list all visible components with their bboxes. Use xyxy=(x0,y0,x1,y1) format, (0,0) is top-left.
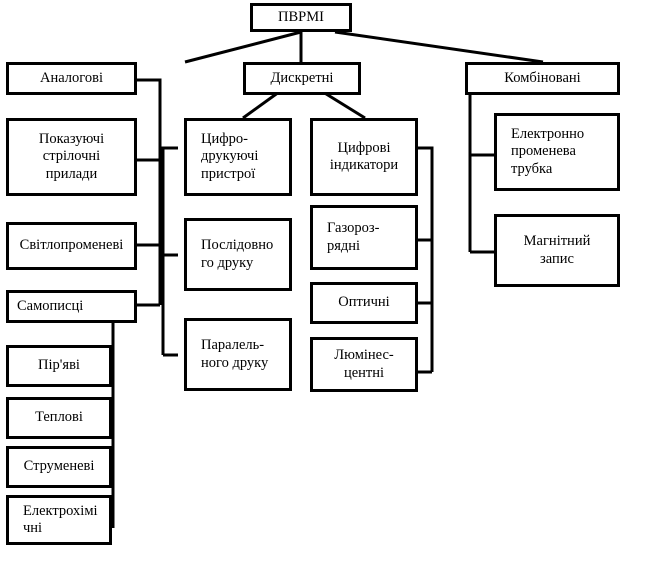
node-digital-printing-devices[interactable]: Цифро- друкуючі пристрої xyxy=(184,118,292,196)
edge-root-to-analog xyxy=(184,30,302,64)
node-pointer-instruments-label: Показуючі стрілочні прилади xyxy=(38,131,105,182)
node-jet[interactable]: Струменеві xyxy=(6,446,112,488)
node-digital-printing-devices-label: Цифро- друкуючі пристрої xyxy=(201,131,259,182)
bracket-analog-spine xyxy=(137,78,162,305)
node-luminescent[interactable]: Люмінес- центні xyxy=(310,337,418,392)
node-analog[interactable]: Аналогові xyxy=(6,62,137,95)
node-gas-discharge[interactable]: Газороз- рядні xyxy=(310,205,418,270)
node-self-recorders[interactable]: Самописці xyxy=(6,290,137,323)
node-analog-label: Аналогові xyxy=(40,69,103,86)
node-magnetic-record-label: Магнітний запис xyxy=(523,233,591,267)
node-digital-indicators-label: Цифрові індикатори xyxy=(329,139,399,173)
node-electrochemical-label: Електрохімі чні xyxy=(23,502,98,536)
node-serial-print-label: Послідовно го друку xyxy=(201,237,274,271)
node-serial-print[interactable]: Послідовно го друку xyxy=(184,218,292,291)
node-optical[interactable]: Оптичні xyxy=(310,282,418,324)
node-light-beam-label: Світлопроменеві xyxy=(19,237,124,254)
node-pointer-instruments[interactable]: Показуючі стрілочні прилади xyxy=(6,118,137,196)
node-combined-label: Комбіновані xyxy=(504,69,581,86)
node-discrete-label: Дискретні xyxy=(270,69,334,86)
node-pen-type[interactable]: Пір'яві xyxy=(6,345,112,387)
node-optical-label: Оптичні xyxy=(338,294,390,311)
edge-discrete-to-indicators xyxy=(322,90,366,120)
node-discrete[interactable]: Дискретні xyxy=(243,62,361,95)
node-combined[interactable]: Комбіновані xyxy=(465,62,620,95)
node-self-recorders-label: Самописці xyxy=(17,297,84,314)
node-gas-discharge-label: Газороз- рядні xyxy=(327,220,380,254)
node-parallel-print[interactable]: Паралель- ного друку xyxy=(184,318,292,391)
node-crt-label: Електронно променева трубка xyxy=(511,126,585,177)
bracket-printing-spine xyxy=(161,146,178,355)
node-luminescent-label: Люмінес- центні xyxy=(334,347,394,381)
bracket-indicators-spine xyxy=(418,146,434,372)
node-magnetic-record[interactable]: Магнітний запис xyxy=(494,214,620,287)
edge-discrete-to-printing xyxy=(242,90,280,120)
node-digital-indicators[interactable]: Цифрові індикатори xyxy=(310,118,418,196)
node-thermal[interactable]: Теплові xyxy=(6,397,112,439)
node-electrochemical[interactable]: Електрохімі чні xyxy=(6,495,112,545)
node-light-beam[interactable]: Світлопроменеві xyxy=(6,222,137,270)
node-pen-type-label: Пір'яві xyxy=(38,357,80,374)
node-parallel-print-label: Паралель- ного друку xyxy=(201,337,269,371)
node-jet-label: Струменеві xyxy=(23,458,95,475)
edge-root-to-combined xyxy=(334,30,544,64)
node-root[interactable]: ПВРМІ xyxy=(250,3,352,32)
node-root-label: ПВРМІ xyxy=(278,8,324,25)
node-crt[interactable]: Електронно променева трубка xyxy=(494,113,620,191)
node-thermal-label: Теплові xyxy=(35,409,83,426)
